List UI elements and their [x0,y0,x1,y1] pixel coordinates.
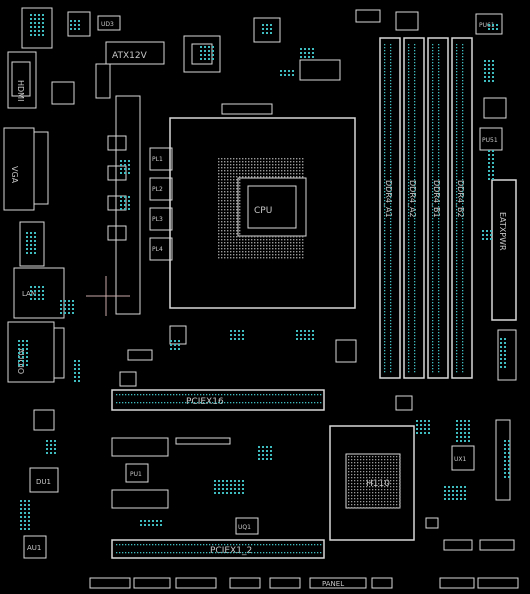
pcie-x1-slot: PCIEX1_2 [111,539,325,559]
pcie2-label: PCIEX1_2 [210,546,252,556]
cpu-label: CPU [254,206,272,216]
dimm-pin-rows [384,44,464,373]
dimm-slot-1: DDR4_A1 [379,37,401,379]
pu1-label: PU1 [130,471,142,478]
atx12v-label: ATX12V [112,51,148,61]
pcie-pin-rows [116,394,322,554]
io-hdmi: HDMI [7,51,37,109]
uq1-label: UQ1 [238,524,251,531]
right-top-parts: PU61 PU51 [355,9,517,381]
io-usb-1 [19,221,45,267]
dimm-slot-3: DDR4_B1 [427,37,449,379]
vga-label: VGA [10,166,19,184]
ddr2-label: DDR4_A2 [408,180,417,218]
crosshair-marker [86,276,130,316]
pu51-label: PU51 [482,137,498,144]
io-vga: VGA [3,127,49,211]
eatxpwr-connector: EATXPWR [491,179,517,321]
dimm-slot-4: DDR4_B2 [451,37,473,379]
atx12v-connector: ATX12V [105,41,165,65]
bottom-headers: PANEL [89,577,519,589]
io-lan: LAN [13,267,65,319]
io-audio: AUDIO [7,321,65,383]
pl2-label: PL2 [152,186,163,193]
pl1-label: PL1 [152,156,163,163]
pl4-label: PL4 [152,246,163,253]
lower-parts: DU1 AU1 PU1 UQ1 UX1 [23,325,515,559]
audio-label: AUDIO [16,348,25,374]
top-left-parts: UD3 [21,7,121,105]
dimm-slot-2: DDR4_A2 [403,37,425,379]
du1-label: DU1 [36,478,51,486]
pch-ball-grid [348,456,401,509]
ux1-label: UX1 [454,456,467,463]
pu61-label: PU61 [479,22,495,29]
pcie-x16-slot: PCIEX16 [111,389,325,411]
ddr4-label: DDR4_B2 [456,180,465,218]
ddr3-label: DDR4_B1 [432,180,441,218]
ddr1-label: DDR4_A1 [384,180,393,218]
component-pads [18,14,510,530]
vrm-area: PL1 PL2 PL3 PL4 [107,95,173,315]
lan-label: LAN [22,290,36,298]
hdmi-label: HDMI [16,80,25,101]
eatxpwr-label: EATXPWR [498,212,507,251]
panel-label: PANEL [322,580,344,588]
cpu-pin-field [218,158,304,259]
pl3-label: PL3 [152,216,163,223]
ud3-label: UD3 [101,21,114,28]
pcie1-label: PCIEX16 [186,397,224,407]
au1-label: AU1 [27,544,41,552]
cpu-socket: CPU [169,117,356,309]
